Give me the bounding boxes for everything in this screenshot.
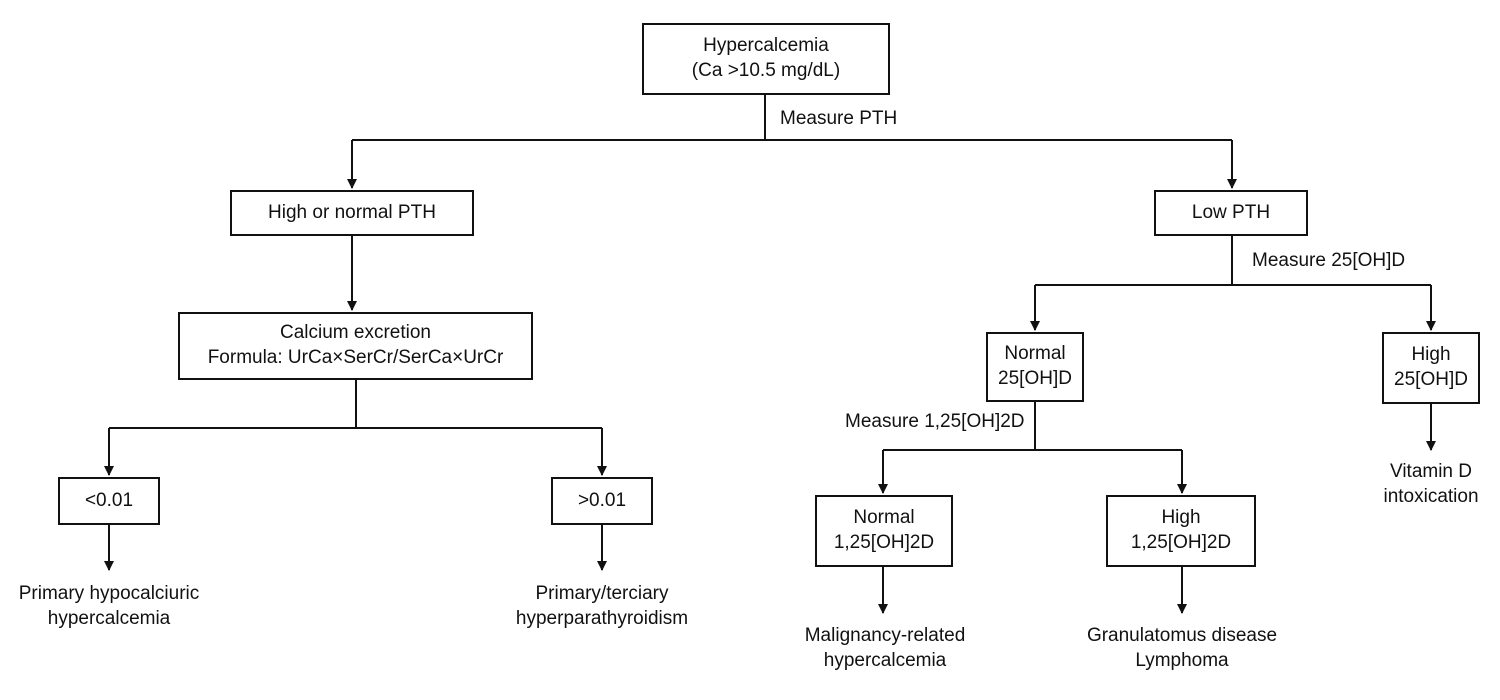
node-high-25ohd: High 25[OH]D — [1382, 332, 1480, 404]
vitamin-d-line2: intoxication — [1383, 485, 1479, 507]
low-outcome-line2: hypercalcemia — [47, 607, 171, 629]
root-line1: Hypercalcemia — [703, 35, 829, 57]
outcome-primary-hypocalciuric-hypercalcemia: Primary hypocalciuric hypercalcemia — [0, 582, 218, 631]
outcome-primary-terciary-hyperparathyroidism: Primary/terciary hyperparathyroidism — [494, 582, 710, 631]
node-low-pth: Low PTH — [1154, 190, 1308, 236]
outcome-malignancy-related-hypercalcemia: Malignancy-related hypercalcemia — [783, 624, 987, 673]
node-ratio-above-001: >0.01 — [551, 477, 653, 525]
outcome-vitamin-d-intoxication: Vitamin D intoxication — [1376, 460, 1486, 509]
node-normal-125ohd: Normal 1,25[OH]2D — [815, 495, 953, 567]
malignancy-line1: Malignancy-related — [804, 625, 966, 646]
low-outcome-line1: Primary hypocalciuric — [18, 583, 200, 604]
normal-125-line1: Normal — [853, 507, 915, 529]
granulomatous-line1: Granulatomus disease — [1086, 625, 1278, 646]
node-calcium-excretion: Calcium excretion Formula: UrCa×SerCr/Se… — [178, 312, 533, 380]
high-outcome-line2: hyperparathyroidism — [515, 607, 689, 629]
granulomatous-line2: Lymphoma — [1135, 649, 1229, 671]
edge-label-measure-125ohd: Measure 1,25[OH]2D — [845, 411, 1025, 432]
node-normal-25ohd: Normal 25[OH]D — [986, 332, 1084, 402]
high-25-line1: High — [1411, 344, 1451, 366]
high-125-line2: 1,25[OH]2D — [1130, 532, 1232, 553]
normal-125-line2: 1,25[OH]2D — [833, 532, 935, 553]
root-node-hypercalcemia: Hypercalcemia (Ca >10.5 mg/dL) — [642, 23, 890, 95]
node-ratio-below-001: <0.01 — [58, 477, 160, 525]
calcium-excretion-line1: Calcium excretion — [280, 322, 431, 344]
normal-25-line2: 25[OH]D — [998, 368, 1072, 389]
edge-label-measure-pth: Measure PTH — [780, 108, 898, 129]
root-line2: (Ca >10.5 mg/dL) — [691, 60, 841, 81]
high-25-line2: 25[OH]D — [1394, 369, 1468, 390]
node-high-125ohd: High 1,25[OH]2D — [1106, 495, 1256, 567]
high-outcome-line1: Primary/terciary — [535, 583, 669, 604]
node-high-or-normal-pth: High or normal PTH — [230, 190, 474, 236]
high-125-line1: High — [1161, 507, 1201, 529]
malignancy-line2: hypercalcemia — [823, 649, 947, 671]
outcome-granulomatous-disease-lymphoma: Granulatomus disease Lymphoma — [1071, 624, 1293, 673]
vitamin-d-line1: Vitamin D — [1389, 461, 1472, 482]
calcium-excretion-line2: Formula: UrCa×SerCr/SerCa×UrCr — [207, 347, 504, 368]
edge-label-measure-25ohd: Measure 25[OH]D — [1252, 250, 1406, 271]
normal-25-line1: Normal — [1004, 343, 1066, 365]
